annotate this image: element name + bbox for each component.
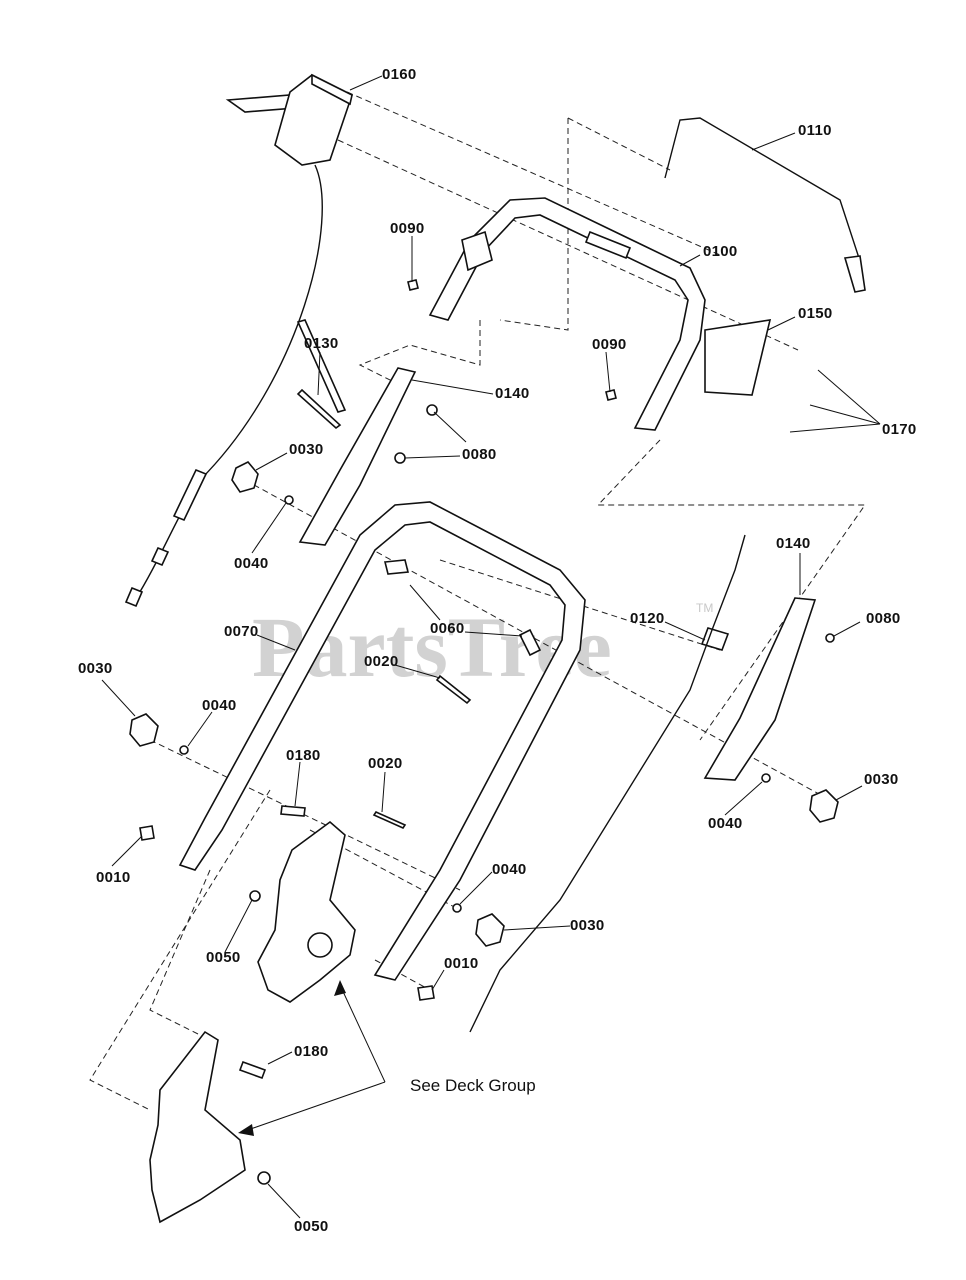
part-label: 0140 [495, 385, 530, 402]
part-label: 0130 [304, 335, 339, 352]
part-label: 0050 [206, 949, 241, 966]
part-label: 0110 [798, 122, 832, 139]
part-label: 0090 [390, 220, 425, 237]
part-label: 0040 [234, 555, 269, 572]
deck-group-arrows [238, 980, 386, 1136]
part-label: 0170 [882, 421, 917, 438]
part-label: 0120 [630, 610, 665, 627]
part-label: 0040 [492, 861, 527, 878]
part-label: 0010 [444, 955, 479, 972]
bolt-parts [139, 279, 617, 1001]
part-label: 0040 [202, 697, 237, 714]
height-bracket-lower-part [149, 1030, 271, 1224]
part-label: 0020 [368, 755, 403, 772]
part-label: 0050 [294, 1218, 329, 1235]
part-label: 0070 [224, 623, 259, 640]
bail-control-part [124, 73, 353, 608]
part-label: 0180 [286, 747, 321, 764]
upper-handle-part [428, 197, 772, 431]
watermark-tm: TM [696, 601, 713, 615]
part-label: 0020 [364, 653, 399, 670]
mid-tube-right-part [469, 534, 835, 1033]
see-deck-group-note: See Deck Group [410, 1076, 536, 1095]
part-label: 0090 [592, 336, 627, 353]
part-label: 0030 [570, 917, 605, 934]
part-label: 0080 [866, 610, 901, 627]
part-label: 0030 [78, 660, 113, 677]
mid-tube-left-part [296, 319, 438, 546]
part-label: 0060 [430, 620, 465, 637]
knob-parts [129, 461, 839, 947]
height-bracket-upper-part [249, 820, 356, 1003]
part-label: 0010 [96, 869, 131, 886]
handle-bar-part [664, 117, 866, 293]
part-label: 0160 [382, 66, 417, 83]
part-label: 0080 [462, 446, 497, 463]
part-label: 0150 [798, 305, 833, 322]
part-label: 0030 [289, 441, 324, 458]
part-label: 0040 [708, 815, 743, 832]
part-labels: 0160 0110 0090 0100 0150 0130 0140 0090 … [78, 66, 917, 1235]
part-label: 0030 [864, 771, 899, 788]
leader-lines [101, 75, 881, 1219]
lower-handle-part [178, 501, 586, 981]
part-label: 0140 [776, 535, 811, 552]
part-label: 0100 [703, 243, 738, 260]
part-label: 0180 [294, 1043, 329, 1060]
